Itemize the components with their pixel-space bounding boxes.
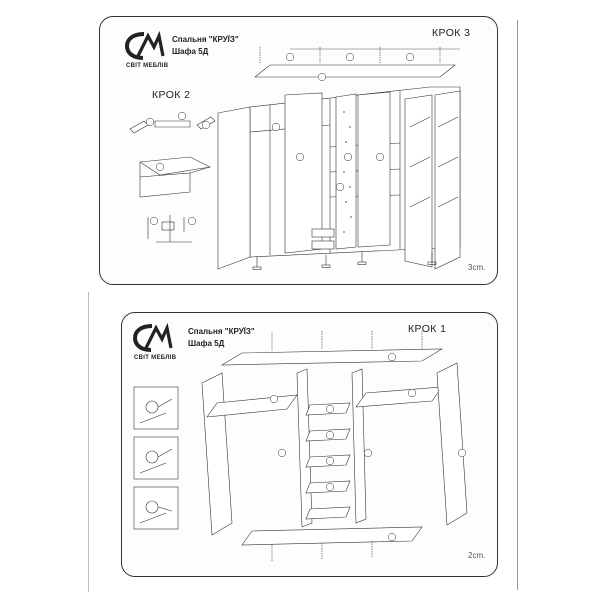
assembly-drawing-step-1 xyxy=(133,331,468,561)
instruction-sheet-step-3: СВІТ МЕБЛІВ Спальня "КРУЇЗ" Шафа 5Д КРОК… xyxy=(99,16,498,285)
sheet-title-line-2: Шафа 5Д xyxy=(188,339,225,348)
scan-edge-right xyxy=(517,20,518,590)
sm-logo-icon xyxy=(132,323,174,353)
assembly-drawing-step-3 xyxy=(129,47,461,270)
step-heading-main: КРОК 1 xyxy=(408,323,447,335)
page-number: 3cm. xyxy=(468,263,486,272)
scan-edge-left xyxy=(88,292,89,592)
brand-caption: СВІТ МЕБЛІВ xyxy=(134,355,177,361)
page-number: 2cm. xyxy=(468,551,486,560)
brand-caption: СВІТ МЕБЛІВ xyxy=(126,63,169,69)
step-heading-main: КРОК 3 xyxy=(432,27,471,39)
instruction-sheet-step-1: СВІТ МЕБЛІВ Спальня "КРУЇЗ" Шафа 5Д КРОК… xyxy=(121,312,498,577)
step-heading-sub: КРОК 2 xyxy=(152,89,191,101)
sheet-title-line-1: Спальня "КРУЇЗ" xyxy=(188,327,255,336)
sm-logo-icon xyxy=(124,31,166,61)
sheet-title-line-1: Спальня "КРУЇЗ" xyxy=(172,35,239,44)
sheet-title-line-2: Шафа 5Д xyxy=(172,47,209,56)
